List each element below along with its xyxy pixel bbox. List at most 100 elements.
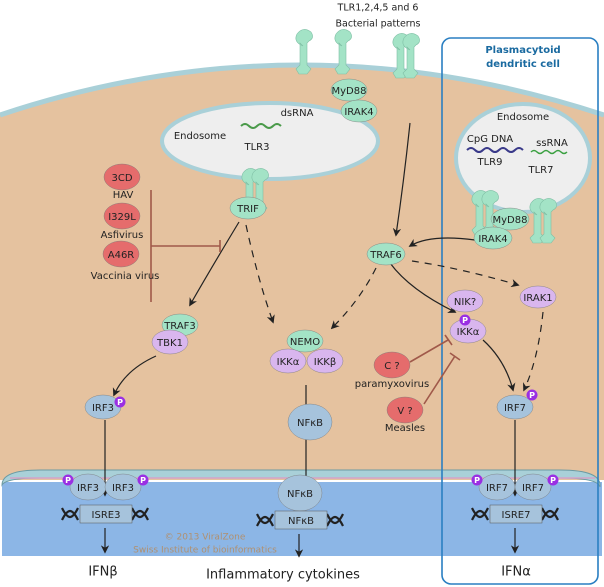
tlr9-label: TLR9	[477, 157, 503, 168]
nfkb_site-label: NFκB	[288, 516, 314, 527]
nfkb-label: NFκB	[297, 418, 323, 429]
arrow-traf6-nemo	[330, 267, 377, 330]
tbk1-label: TBK1	[156, 338, 183, 349]
phospho-label: P	[140, 476, 146, 485]
vi329l-label: I329L	[108, 212, 136, 223]
irf7-node	[496, 394, 534, 420]
myd88b-label: MyD88	[493, 215, 528, 226]
irak4b-node	[473, 226, 513, 250]
tlr-receptor-icon	[295, 29, 313, 75]
myd88-label: MyD88	[332, 86, 367, 97]
pdc-title-2: dendritic cell	[486, 59, 560, 70]
hav-label: HAV	[113, 190, 134, 201]
inhibition-v-ikka	[423, 352, 461, 405]
phospho-icon	[137, 474, 149, 486]
nemo-node	[286, 329, 324, 353]
vv-node	[386, 396, 424, 424]
irak4b-label: IRAK4	[478, 234, 507, 245]
myd88-node	[330, 78, 368, 102]
copyright-line1: © 2013 ViralZone	[165, 533, 246, 543]
irf3a-label: IRF3	[77, 483, 99, 494]
irf3-label: IRF3	[92, 403, 114, 414]
asfivirus-label: Asfivirus	[101, 230, 144, 241]
arrow-tbk1-irf3	[112, 355, 157, 397]
arrow-trif-traf3	[189, 221, 240, 307]
copyright-line2: Swiss Institute of bioinformatics	[133, 546, 277, 556]
tlr-receptor-icon	[402, 33, 420, 79]
endosome-left-label: Endosome	[174, 131, 226, 142]
va46r-label: A46R	[108, 250, 135, 261]
measles-label: Measles	[385, 423, 425, 434]
arrow-traf6-irak1	[411, 260, 520, 288]
nik-label: NIK?	[454, 297, 476, 308]
vaccinia-label: Vaccinia virus	[91, 271, 160, 282]
irf7-label: IRF7	[504, 403, 526, 414]
nemo-label: NEMO	[290, 337, 320, 348]
arrow-ikka-irf7	[482, 339, 516, 392]
tlr7-label: TLR7	[528, 165, 554, 176]
dna-icon	[131, 507, 149, 521]
arrow-trif-nemo	[245, 224, 275, 324]
ssrna-label: ssRNA	[536, 138, 568, 149]
phospho-label: P	[462, 316, 468, 325]
nfkb-node	[287, 403, 333, 441]
irf7b-label: IRF7	[522, 483, 544, 494]
irf3b-label: IRF3	[112, 483, 134, 494]
dsrna-icon	[240, 123, 282, 129]
dna-icon	[471, 507, 489, 521]
v3cd-node	[103, 163, 141, 191]
irak4-node	[340, 99, 378, 123]
dna-icon	[326, 513, 344, 527]
trif-node	[229, 196, 267, 220]
arrow-irak4-traf6	[392, 122, 411, 237]
phospho-label: P	[550, 476, 556, 485]
inhibition-c-ikka	[409, 334, 453, 363]
v3cd-label: 3CD	[111, 173, 132, 184]
traf3-label: TRAF3	[163, 321, 196, 332]
phospho-label: P	[65, 476, 71, 485]
ikka-node	[269, 348, 307, 374]
paramyxovirus-label: paramyxovirus	[355, 379, 429, 390]
receptor-label: TLR1,2,4,5 and 6	[337, 3, 419, 14]
phospho-icon	[62, 474, 74, 486]
dna-icon	[541, 507, 559, 521]
vc-label: C ?	[384, 361, 399, 372]
pdc-border	[441, 37, 599, 585]
arrow-irak4b-traf6	[408, 237, 476, 247]
irak1-node	[519, 285, 557, 309]
myd88b-node	[490, 207, 530, 231]
ikkb-node	[306, 348, 344, 374]
ligand-label: Bacterial patterns	[335, 19, 420, 30]
irak4-label: IRAK4	[344, 107, 373, 118]
irf7a-label: IRF7	[486, 483, 508, 494]
endosome-left	[160, 101, 380, 181]
ifnb-label: IFNβ	[88, 565, 117, 580]
nfkb_n-label: NFκB	[287, 489, 313, 500]
endosome-right-label: Endosome	[497, 112, 549, 123]
phospho-icon	[459, 314, 471, 326]
vc-node	[373, 351, 411, 379]
phospho-label: P	[529, 391, 535, 400]
ikkb-label: IKKβ	[314, 357, 336, 368]
dsrna-label: dsRNA	[281, 108, 314, 119]
phospho-icon	[471, 474, 483, 486]
vi329l-node	[103, 202, 141, 230]
nfkb_site-promoter	[274, 510, 328, 530]
inhibition-viral-trif	[150, 190, 221, 302]
cytoplasm	[0, 65, 604, 480]
tbk1-node	[151, 329, 189, 355]
tlr-receptor-icon	[539, 198, 557, 244]
phospho-label: P	[117, 398, 123, 407]
phospho-label: P	[474, 476, 480, 485]
dna-icon	[256, 513, 274, 527]
cpg-dna-label: CpG DNA	[467, 134, 513, 145]
isre7-label: ISRE7	[502, 510, 531, 521]
isre7-promoter	[489, 504, 543, 524]
trif-label: TRIF	[236, 204, 259, 215]
arrow-irak1-irf7	[523, 311, 544, 392]
irf7b-node	[514, 473, 552, 501]
irak1-label: IRAK1	[523, 293, 552, 304]
tlr-receptor-icon	[334, 29, 352, 75]
ikka_r-label: IKKα	[457, 327, 480, 338]
